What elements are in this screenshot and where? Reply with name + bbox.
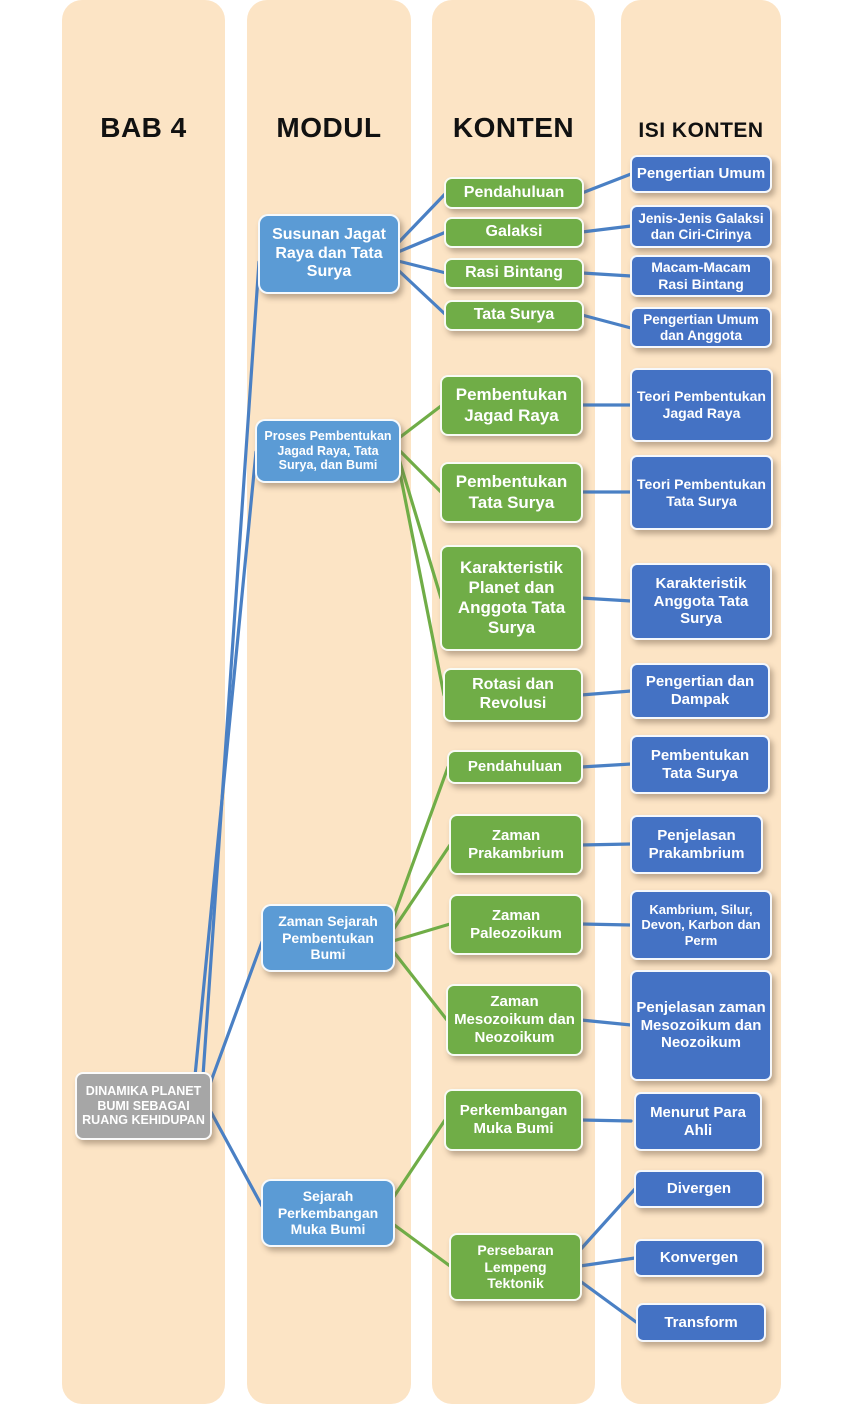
isi-node-pembentukan-tata-surya: Pembentukan Tata Surya [630,735,770,794]
isi-node-teori-tata-surya: Teori Pembentukan Tata Surya [630,455,773,530]
column-bg-bab4 [62,0,225,1404]
konten-node-rasi-bintang: Rasi Bintang [444,258,584,289]
isi-node-jenis-galaksi: Jenis-Jenis Galaksi dan Ciri-Cirinya [630,205,772,248]
column-header-isi-konten: ISI KONTEN [638,119,764,142]
modul-node-sejarah-perkembangan: Sejarah Perkembangan Muka Bumi [261,1179,395,1247]
isi-node-macam-rasi-bintang: Macam-Macam Rasi Bintang [630,255,772,297]
isi-node-konvergen: Konvergen [634,1239,764,1277]
isi-node-pengertian-dampak: Pengertian dan Dampak [630,663,770,719]
konten-node-persebaran-lempeng: Persebaran Lempeng Tektonik [449,1233,582,1301]
konten-node-pembentukan-jagad-raya: Pembentukan Jagad Raya [440,375,583,436]
konten-node-karakteristik-planet: Karakteristik Planet dan Anggota Tata Su… [440,545,583,651]
isi-node-kambrium-silur: Kambrium, Silur, Devon, Karbon dan Perm [630,890,772,960]
modul-node-proses-pembentukan: Proses Pembentukan Jagad Raya, Tata Sury… [255,419,401,483]
isi-node-divergen: Divergen [634,1170,764,1208]
konten-node-zaman-prakambrium: Zaman Prakambrium [449,814,583,875]
isi-node-penjelasan-mesozoikum: Penjelasan zaman Mesozoikum dan Neozoiku… [630,970,772,1081]
konten-node-perkembangan-muka-bumi: Perkembangan Muka Bumi [444,1089,583,1151]
konten-node-tata-surya: Tata Surya [444,300,584,331]
konten-node-rotasi-revolusi: Rotasi dan Revolusi [443,668,583,722]
konten-node-zaman-mesozoikum: Zaman Mesozoikum dan Neozoikum [446,984,583,1056]
bab-node: DINAMIKA PLANET BUMI SEBAGAI RUANG KEHID… [75,1072,212,1140]
column-header-konten: KONTEN [452,112,575,143]
konten-node-pendahuluan-1: Pendahuluan [444,177,584,209]
isi-node-teori-jagad-raya: Teori Pembentukan Jagad Raya [630,368,773,442]
isi-node-karakteristik-anggota: Karakteristik Anggota Tata Surya [630,563,772,640]
modul-node-susunan-jagat-raya: Susunan Jagat Raya dan Tata Surya [258,214,400,294]
isi-node-pengertian-anggota: Pengertian Umum dan Anggota [630,307,772,348]
konten-node-pendahuluan-2: Pendahuluan [447,750,583,784]
column-header-bab4: BAB 4 [100,112,187,143]
isi-node-pengertian-umum: Pengertian Umum [630,155,772,193]
konten-node-zaman-paleozoikum: Zaman Paleozoikum [449,894,583,955]
konten-node-galaksi: Galaksi [444,217,584,248]
isi-node-menurut-para-ahli: Menurut Para Ahli [634,1092,762,1151]
konten-node-pembentukan-tata-surya: Pembentukan Tata Surya [440,462,583,523]
column-header-modul: MODUL [276,112,382,143]
isi-node-transform: Transform [636,1303,766,1342]
isi-node-penjelasan-prakambrium: Penjelasan Prakambrium [630,815,763,874]
modul-node-zaman-sejarah: Zaman Sejarah Pembentukan Bumi [261,904,395,972]
